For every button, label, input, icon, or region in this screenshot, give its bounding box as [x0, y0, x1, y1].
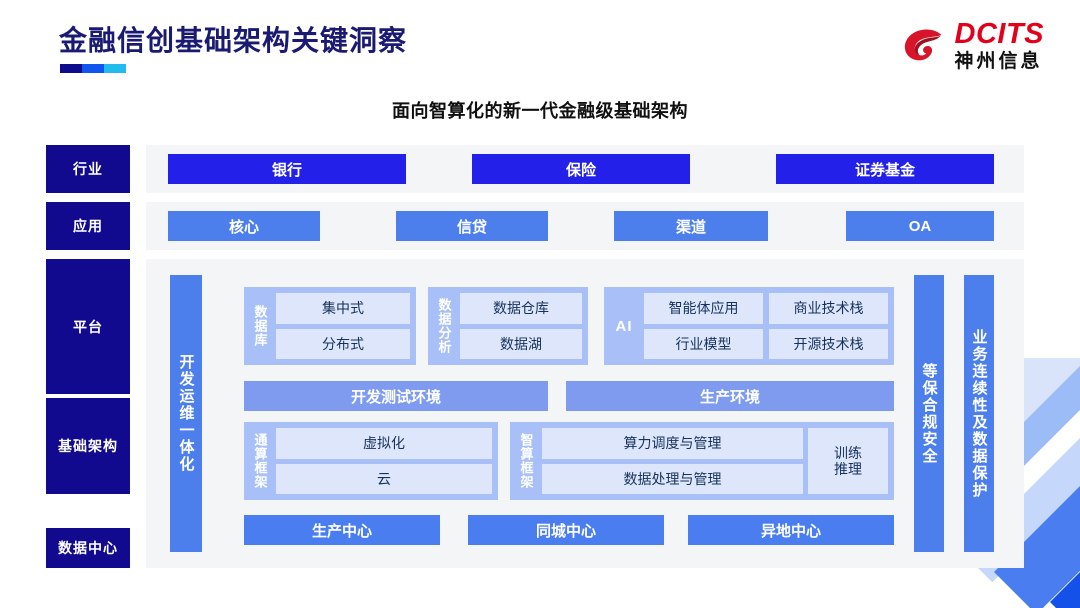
- env-bar-production[interactable]: 生产环境: [566, 381, 894, 411]
- vertical-bar-business-continuity[interactable]: 业务连续性及数据保护: [964, 275, 994, 552]
- row-label-datacenter: 数据中心: [46, 528, 130, 568]
- group-label-database: 数据库: [252, 305, 268, 347]
- industry-chip-bank[interactable]: 银行: [168, 154, 406, 184]
- group-label-ai: AI: [615, 317, 633, 335]
- application-chip-channel[interactable]: 渠道: [614, 211, 768, 241]
- datacenter-bar-metro[interactable]: 同城中心: [468, 515, 664, 545]
- cell-data-lake[interactable]: 数据湖: [460, 328, 582, 359]
- cell-commercial-stack[interactable]: 商业技术栈: [769, 293, 888, 324]
- industry-row-panel: 银行 保险 证券基金: [146, 145, 1024, 193]
- underline-segment-1: [60, 64, 82, 73]
- cell-agent-application[interactable]: 智能体应用: [644, 293, 763, 324]
- env-bar-dev-test[interactable]: 开发测试环境: [244, 381, 548, 411]
- group-label-data-analytics: 数据分析: [436, 298, 452, 354]
- row-label-infrastructure: 基础架构: [46, 398, 130, 494]
- group-database: 数据库 集中式 分布式: [244, 287, 416, 365]
- slide-subtitle: 面向智算化的新一代金融级基础架构: [392, 101, 688, 121]
- cell-virtualization[interactable]: 虚拟化: [276, 428, 492, 459]
- group-ai: AI 智能体应用 商业技术栈 行业模型 开源技术栈: [604, 287, 894, 365]
- group-intelligent-compute-framework: 智算框架 算力调度与管理 数据处理与管理 训练 推理: [510, 422, 894, 500]
- vertical-bar-security[interactable]: 等保合规安全: [914, 275, 944, 552]
- vertical-bar-devops[interactable]: 开发运维一体化: [170, 275, 202, 552]
- cell-centralized[interactable]: 集中式: [276, 293, 410, 324]
- cell-data-warehouse[interactable]: 数据仓库: [460, 293, 582, 324]
- platform-panel: 开发运维一体化 等保合规安全 业务连续性及数据保护 数据库 集中式 分布式 数据…: [146, 259, 1024, 568]
- brand-logo: DCITS 神州信息: [901, 20, 1045, 71]
- row-label-application: 应用: [46, 202, 130, 250]
- industry-chip-insurance[interactable]: 保险: [472, 154, 690, 184]
- row-label-industry: 行业: [46, 145, 130, 193]
- application-row-panel: 核心 信贷 渠道 OA: [146, 202, 1024, 250]
- application-chip-credit[interactable]: 信贷: [396, 211, 548, 241]
- cell-training-inference[interactable]: 训练 推理: [808, 428, 888, 494]
- industry-chip-securities[interactable]: 证券基金: [776, 154, 994, 184]
- architecture-diagram: 行业 应用 平台 基础架构 数据中心 银行 保险 证券基金 核心 信贷 渠道 O…: [0, 138, 1080, 568]
- underline-segment-3: [104, 64, 126, 73]
- group-label-intelligent-compute: 智算框架: [518, 433, 534, 489]
- cell-distributed[interactable]: 分布式: [276, 328, 410, 359]
- underline-segment-2: [82, 64, 104, 73]
- dcits-swirl-icon: [904, 28, 941, 60]
- group-data-analytics: 数据分析 数据仓库 数据湖: [428, 287, 588, 365]
- cell-compute-scheduling[interactable]: 算力调度与管理: [542, 428, 803, 459]
- cell-opensource-stack[interactable]: 开源技术栈: [769, 328, 888, 359]
- slide-header: 金融信创基础架构关键洞察 DCITS 神州信息: [0, 0, 1080, 92]
- logo-text-cn: 神州信息: [954, 51, 1043, 72]
- logo-text-en: DCITS: [954, 18, 1044, 50]
- datacenter-bar-remote[interactable]: 异地中心: [688, 515, 894, 545]
- application-chip-core[interactable]: 核心: [168, 211, 320, 241]
- cell-cloud[interactable]: 云: [276, 463, 492, 494]
- title-underline-accent: [60, 64, 126, 73]
- application-chip-oa[interactable]: OA: [846, 211, 994, 241]
- group-general-compute-framework: 通算框架 虚拟化 云: [244, 422, 498, 500]
- datacenter-bar-production[interactable]: 生产中心: [244, 515, 440, 545]
- cell-industry-model[interactable]: 行业模型: [644, 328, 763, 359]
- cell-data-processing[interactable]: 数据处理与管理: [542, 463, 803, 494]
- row-label-platform: 平台: [46, 259, 130, 394]
- group-label-general-compute: 通算框架: [252, 433, 268, 489]
- page-title: 金融信创基础架构关键洞察: [59, 25, 408, 56]
